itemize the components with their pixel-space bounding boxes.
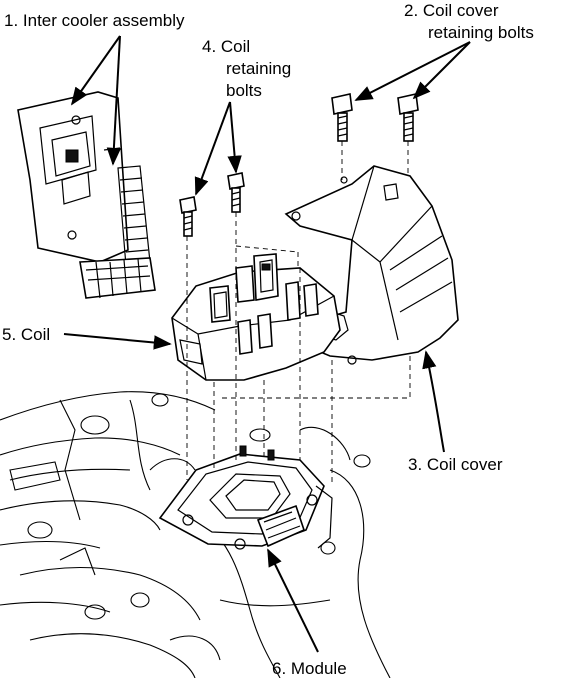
label-coil-bolts-line3: bolts xyxy=(226,81,262,100)
label-module: 6. Module xyxy=(272,659,347,678)
coil-bolt-left xyxy=(179,196,197,237)
label-coil-bolts-line2: retaining xyxy=(226,59,291,78)
leader-lines xyxy=(63,35,471,653)
ignition-coil xyxy=(171,253,341,381)
coil-cover xyxy=(284,165,459,365)
label-coil-cover-bolts-line2: retaining bolts xyxy=(428,23,534,42)
intercooler-assembly xyxy=(17,91,156,299)
assembly-lines xyxy=(186,141,411,486)
label-coil-bolts-line1: 4. Coil xyxy=(202,37,250,56)
label-coil-cover-bolts-line1: 2. Coil cover xyxy=(404,1,499,20)
label-coil: 5. Coil xyxy=(2,325,50,344)
label-intercooler: 1. Inter cooler assembly xyxy=(4,11,185,30)
coil-bolt-right xyxy=(227,172,245,213)
coil-cover-bolt-left xyxy=(331,93,353,142)
ignition-module xyxy=(158,445,333,550)
label-coil-cover: 3. Coil cover xyxy=(408,455,503,474)
coil-cover-bolt-right xyxy=(397,93,419,142)
